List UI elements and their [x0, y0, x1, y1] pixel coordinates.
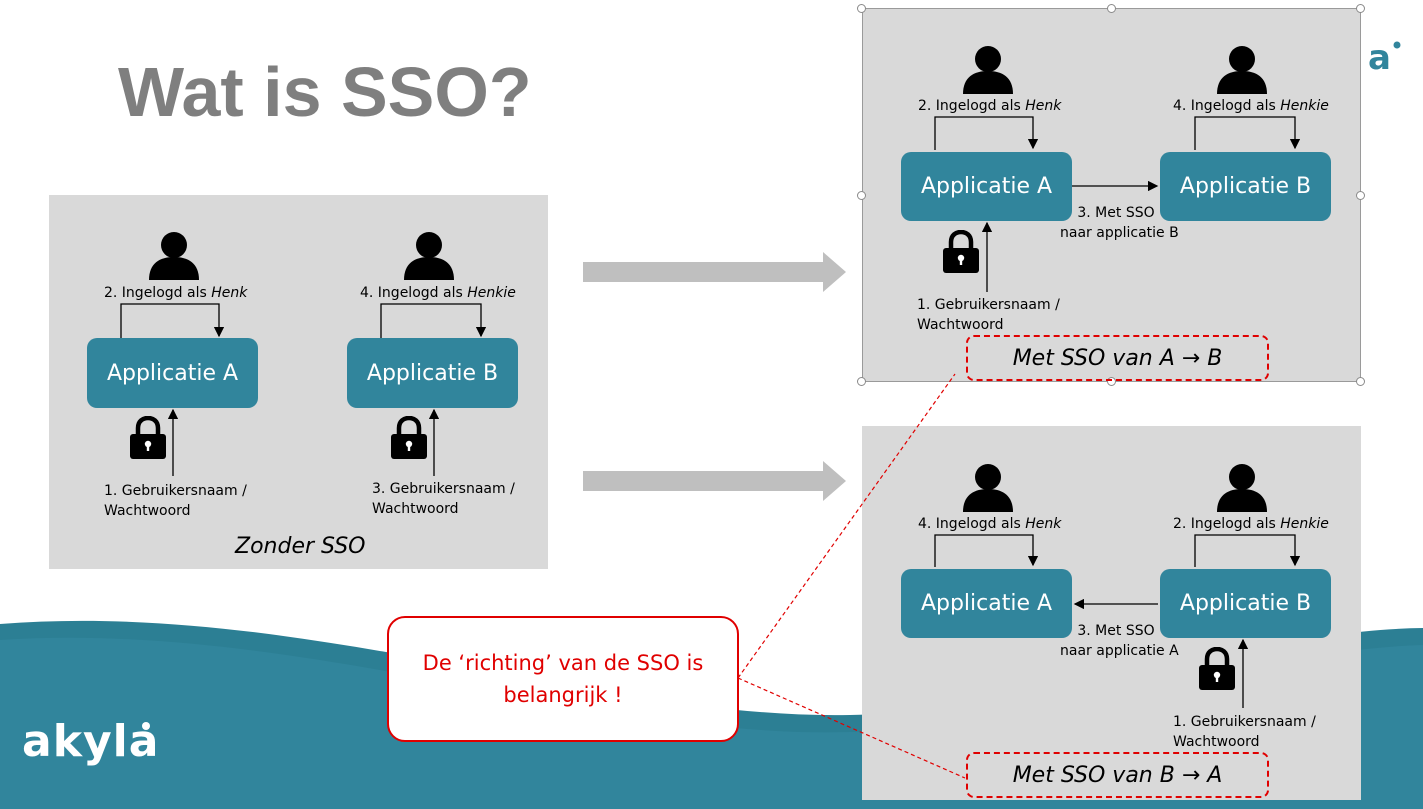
panel-caption: Met SSO van A → B — [1012, 345, 1223, 371]
selection-handle[interactable] — [857, 4, 866, 13]
sso-label: 3. Met SSO naar applicatie B — [1060, 203, 1179, 243]
brand-logo: akyla — [22, 716, 160, 767]
user-icon — [404, 232, 454, 280]
padlock-icon — [130, 416, 166, 459]
login-prefix: 2. Ingelogd als — [1173, 516, 1281, 532]
credentials-line: 1. Gebruikersnaam / — [917, 297, 1060, 313]
callout-line: belangrijk ! — [503, 683, 623, 707]
panel-caption: Met SSO van B → A — [1012, 762, 1223, 788]
padlock-icon — [1199, 647, 1235, 690]
login-prefix: 4. Ingelogd als — [918, 516, 1026, 532]
application-b-box: Applicatie B — [1160, 569, 1331, 638]
login-user: Henkie — [467, 285, 516, 301]
login-prefix: 4. Ingelogd als — [360, 285, 468, 301]
user-icon — [1217, 46, 1267, 94]
selection-handle[interactable] — [1107, 4, 1116, 13]
application-b-box: Applicatie B — [1160, 152, 1331, 221]
credentials-label: 1. Gebruikersnaam / Wachtwoord — [917, 295, 1060, 335]
login-label-a: 2. Ingelogd als Henk — [104, 283, 247, 303]
logo-dot-icon — [1393, 41, 1401, 49]
login-user: Henk — [211, 285, 248, 301]
login-label-a: 2. Ingelogd als Henk — [918, 96, 1061, 116]
sso-label: 3. Met SSO naar applicatie A — [1060, 621, 1179, 661]
brand-logo-small: a — [1368, 38, 1391, 78]
callout-line: De ‘richting’ van de SSO is — [422, 651, 704, 675]
application-b-box: Applicatie B — [347, 338, 518, 408]
panel-caption: Zonder SSO — [235, 534, 366, 559]
credentials-line: Wachtwoord — [372, 501, 459, 517]
user-icon — [963, 46, 1013, 94]
padlock-icon — [943, 230, 979, 273]
application-a-box: Applicatie A — [901, 152, 1072, 221]
big-arrow-icon — [583, 252, 846, 292]
logo-dot-icon — [142, 722, 150, 730]
login-label-a: 4. Ingelogd als Henk — [918, 514, 1061, 534]
credentials-label: 1. Gebruikersnaam / Wachtwoord — [1173, 712, 1316, 752]
sso-line: naar applicatie B — [1060, 225, 1179, 241]
sso-direction-box: Met SSO van A → B — [966, 335, 1269, 381]
sso-direction-box: Met SSO van B → A — [966, 752, 1269, 798]
big-arrow-icon — [583, 461, 846, 501]
credentials-line: 1. Gebruikersnaam / — [104, 483, 247, 499]
login-user: Henkie — [1280, 98, 1329, 114]
sso-line: 3. Met SSO — [1077, 623, 1155, 639]
login-prefix: 2. Ingelogd als — [104, 285, 212, 301]
credentials-line: Wachtwoord — [1173, 734, 1260, 750]
user-icon — [1217, 464, 1267, 512]
direction-callout: De ‘richting’ van de SSO is belangrijk ! — [387, 616, 739, 742]
login-label-b: 2. Ingelogd als Henkie — [1173, 514, 1329, 534]
login-label-b: 4. Ingelogd als Henkie — [360, 283, 516, 303]
credentials-label-b: 3. Gebruikersnaam / Wachtwoord — [372, 479, 515, 519]
login-prefix: 4. Ingelogd als — [1173, 98, 1281, 114]
selection-handle[interactable] — [857, 377, 866, 386]
padlock-icon — [391, 416, 427, 459]
login-user: Henk — [1025, 98, 1062, 114]
selection-handle[interactable] — [1107, 377, 1116, 386]
credentials-label-a: 1. Gebruikersnaam / Wachtwoord — [104, 481, 247, 521]
application-a-box: Applicatie A — [901, 569, 1072, 638]
login-user: Henk — [1025, 516, 1062, 532]
page-title: Wat is SSO? — [118, 53, 532, 131]
credentials-line: 3. Gebruikersnaam / — [372, 481, 515, 497]
selection-handle[interactable] — [857, 191, 866, 200]
application-a-box: Applicatie A — [87, 338, 258, 408]
selection-handle[interactable] — [1356, 191, 1365, 200]
sso-line: naar applicatie A — [1060, 643, 1179, 659]
selection-handle[interactable] — [1356, 377, 1365, 386]
credentials-line: Wachtwoord — [917, 317, 1004, 333]
sso-line: 3. Met SSO — [1077, 205, 1155, 221]
login-prefix: 2. Ingelogd als — [918, 98, 1026, 114]
user-icon — [149, 232, 199, 280]
credentials-line: Wachtwoord — [104, 503, 191, 519]
selection-handle[interactable] — [1356, 4, 1365, 13]
login-user: Henkie — [1280, 516, 1329, 532]
user-icon — [963, 464, 1013, 512]
login-label-b: 4. Ingelogd als Henkie — [1173, 96, 1329, 116]
credentials-line: 1. Gebruikersnaam / — [1173, 714, 1316, 730]
